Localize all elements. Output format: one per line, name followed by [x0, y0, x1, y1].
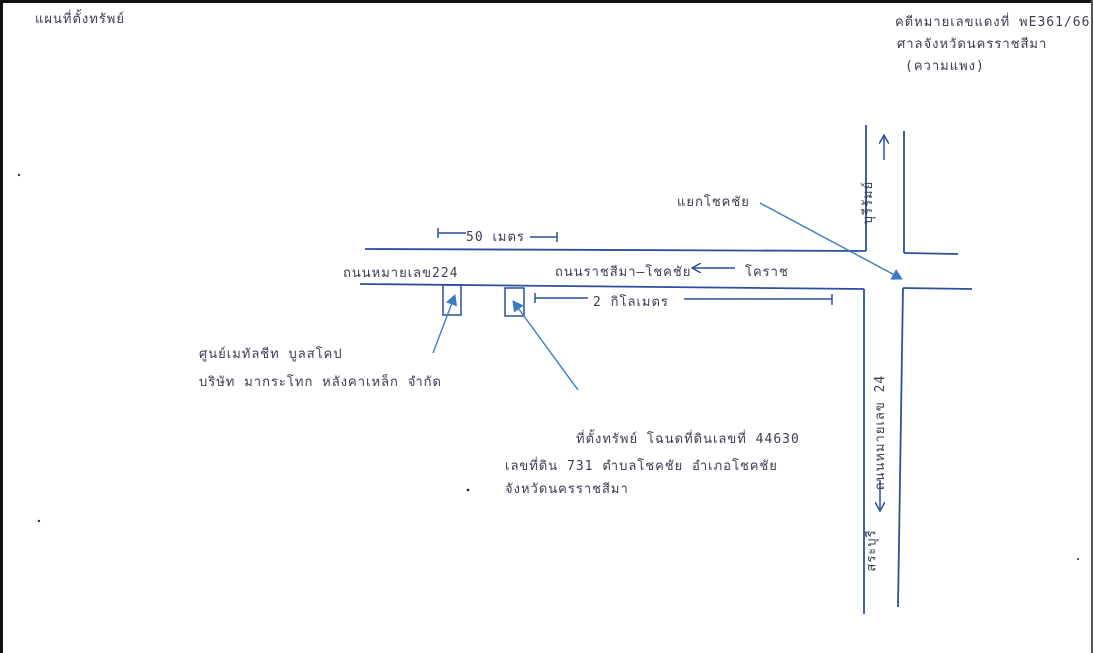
landmark-pointer-arrow — [432, 294, 458, 354]
page-border-right — [1091, 0, 1093, 653]
distance-2km-label: 2 กิโลเมตร — [593, 295, 669, 310]
property-line-1: ที่ตั้งทรัพย์ โฉนดที่ดินเลขที่ 44630 — [576, 432, 800, 447]
hwy224-label: ถนนหมายเลข224 — [343, 266, 459, 281]
page-border-left — [0, 0, 3, 653]
korat-label: โคราช — [745, 265, 789, 280]
east-road-south-edge — [902, 287, 973, 290]
case-number: คดีหมายเลขแดงที่ พE361/66 — [895, 15, 1091, 30]
map-title: แผนที่ตั้งทรัพย์ — [35, 12, 125, 27]
scan-speck — [1077, 558, 1079, 560]
scan-speck — [466, 488, 470, 492]
main-road-south-edge — [359, 283, 865, 290]
property-parcel-box — [504, 287, 525, 317]
east-road-north-edge — [903, 252, 959, 255]
distance-50m-label: 50 เมตร — [466, 230, 525, 245]
page-border-top — [0, 0, 1093, 3]
junction-label: แยกโชคชัย — [677, 195, 750, 210]
property-line-2: เลขที่ดิน 731 ตำบลโชคชัย อำเภอโชคชัย — [505, 459, 778, 474]
property-pointer-arrow — [512, 300, 579, 391]
court-name: ศาลจังหวัดนครราชสีมา — [897, 37, 1048, 52]
saraburi-label: สระบุรี — [864, 529, 880, 572]
main-road-north-edge — [364, 248, 867, 252]
landmark-line-1: ศูนย์เมทัลชีท บูลสโคป — [199, 347, 343, 362]
property-line-3: จังหวัดนครราชสีมา — [505, 482, 629, 497]
hwy24-east-edge-south — [897, 287, 904, 608]
scan-speck — [17, 173, 21, 177]
buriram-label: บุรีรัมย์ — [861, 180, 877, 225]
main-road-label: ถนนราชสีมา–โชคชัย — [555, 265, 692, 280]
court-note: (ความแพง) — [905, 59, 985, 74]
landmark-line-2: บริษัท มากระโทก หลังคาเหล็ก จำกัด — [199, 375, 442, 390]
hwy24-label: ถนนหมายเลข 24 — [873, 374, 889, 491]
junction-pointer-arrow — [759, 202, 903, 280]
scan-speck — [37, 519, 41, 523]
landmark-parcel-box — [442, 284, 462, 316]
